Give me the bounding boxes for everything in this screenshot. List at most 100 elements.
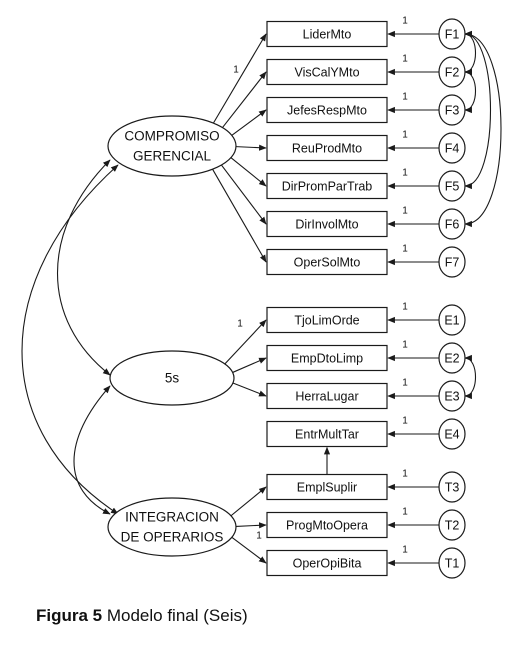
error-path-label: 1 (402, 545, 408, 556)
indicator-box (266, 96, 388, 124)
indicator-box (266, 382, 388, 410)
error-label: F1 (445, 27, 460, 41)
error-term (438, 509, 466, 541)
indicator-label: JefesRespMto (287, 103, 367, 117)
error-path-label: 1 (402, 507, 408, 518)
error-term (438, 18, 466, 50)
indicator-label: ReuProdMto (292, 141, 362, 155)
latent-integracion (107, 497, 237, 557)
error-path-label: 1 (402, 130, 408, 141)
error-term (438, 132, 466, 164)
error-path-label: 1 (402, 244, 408, 255)
error-path-label: 1 (402, 92, 408, 103)
indicator-label: EmplSuplir (297, 480, 357, 494)
latent-label: DE OPERARIOS (121, 530, 224, 545)
error-path-label: 1 (402, 416, 408, 427)
indicator-box (266, 473, 388, 501)
error-term (438, 547, 466, 579)
latent-label: 5s (165, 371, 180, 386)
error-label: E3 (444, 389, 459, 403)
indicator-box (266, 511, 388, 539)
error-term (438, 304, 466, 336)
indicator-box (266, 210, 388, 238)
latent-covariance (57, 159, 111, 376)
error-term (438, 342, 466, 374)
error-label: F7 (445, 255, 460, 269)
loading-arrow (224, 319, 267, 365)
indicator-box (266, 20, 388, 48)
figure-caption: Figura 5 Modelo final (Seis) (36, 606, 248, 626)
error-term (438, 246, 466, 278)
error-path-label: 1 (402, 206, 408, 217)
loading-arrow (222, 71, 267, 128)
indicator-label: LiderMto (303, 27, 352, 41)
error-term (438, 56, 466, 88)
latent-label: INTEGRACION (125, 510, 219, 525)
loading-arrow (212, 33, 267, 124)
loading-arrow (232, 357, 267, 373)
indicator-box (266, 344, 388, 372)
loading-arrow (235, 522, 267, 529)
error-covariance (464, 68, 476, 114)
error-path-label: 1 (402, 378, 408, 389)
indicator-box (266, 134, 388, 162)
error-label: F6 (445, 217, 460, 231)
indicator-box (266, 306, 388, 334)
indicator-label: ProgMtoOpera (286, 518, 368, 532)
fixed-loading-label: 1 (237, 319, 243, 330)
error-label: F2 (445, 65, 460, 79)
error-term (438, 170, 466, 202)
indicator-label: DirPromParTrab (282, 179, 373, 193)
error-label: E1 (444, 313, 459, 327)
error-term (438, 418, 466, 450)
indicator-label: TjoLimOrde (294, 313, 359, 327)
error-covariance (464, 30, 476, 76)
error-label: T3 (445, 480, 460, 494)
latent-label: GERENCIAL (133, 149, 212, 164)
error-path-label: 1 (402, 302, 408, 313)
loading-arrow (235, 144, 267, 151)
indicator-label: EmpDtoLimp (291, 351, 363, 365)
loading-arrow (232, 382, 267, 397)
latent-covariance (21, 164, 119, 515)
indicator-box (266, 172, 388, 200)
loading-arrow (231, 109, 267, 136)
latent-compromiso (107, 115, 237, 177)
loading-arrow (230, 157, 267, 187)
error-label: T2 (445, 518, 460, 532)
error-term (438, 471, 466, 503)
indicator-label: OperOpiBita (293, 556, 362, 570)
error-path-label: 1 (402, 168, 408, 179)
indicator-box (266, 248, 388, 276)
fixed-loading-label: 1 (256, 531, 262, 542)
error-label: E4 (444, 427, 459, 441)
indicator-box (266, 549, 388, 577)
indicator-label: OperSolMto (294, 255, 361, 269)
error-path-label: 1 (402, 54, 408, 65)
indicator-label: DirInvolMto (295, 217, 358, 231)
loading-arrow (221, 164, 267, 225)
error-term (438, 208, 466, 240)
latent-label: COMPROMISO (124, 129, 219, 144)
path-arrows (21, 30, 502, 567)
error-covariance (464, 30, 502, 228)
error-label: E2 (444, 351, 459, 365)
error-covariance (464, 30, 491, 190)
indicator-label: EntrMultTar (295, 427, 359, 441)
latent-covariance (73, 385, 111, 515)
error-label: F3 (445, 103, 460, 117)
error-label: F5 (445, 179, 460, 193)
indicator-label: VisCalYMto (294, 65, 359, 79)
error-covariance (464, 354, 476, 400)
error-term (438, 94, 466, 126)
error-label: F4 (445, 141, 460, 155)
error-path-label: 1 (402, 340, 408, 351)
indicator-box (266, 58, 388, 86)
loading-arrow (230, 486, 267, 517)
fixed-loading-label: 1 (233, 65, 239, 76)
indicator-box (266, 420, 388, 448)
caption-figure-number: Figura 5 (36, 606, 103, 625)
loading-arrow (212, 168, 267, 263)
